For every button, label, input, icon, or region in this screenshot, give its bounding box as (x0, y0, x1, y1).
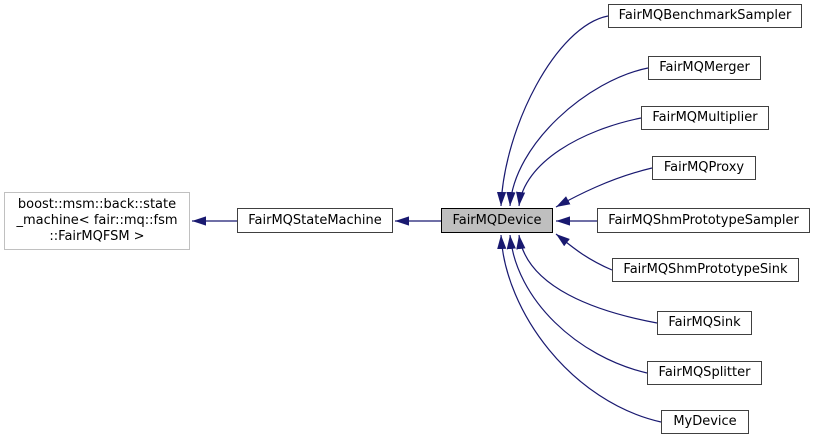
class-node-fairmq-splitter[interactable]: FairMQSplitter (647, 361, 762, 385)
inheritance-arrow-fairmq-proxy-to-fairmq-device (555, 167, 653, 208)
class-node-fairmq-state-machine[interactable]: FairMQStateMachine (237, 208, 393, 233)
class-node-label: FairMQShmPrototypeSampler (608, 212, 799, 228)
class-node-label: boost::msm::back::state (17, 197, 177, 212)
class-node-fairmq-shm-prototype-sampler[interactable]: FairMQShmPrototypeSampler (597, 208, 810, 233)
inheritance-arrow-fairmq-shm-prototype-sink-to-fairmq-device (555, 233, 613, 271)
class-node-label: FairMQProxy (663, 160, 745, 175)
class-node-fairmq-multiplier[interactable]: FairMQMultiplier (641, 106, 769, 130)
class-node-label: FairMQBenchmarkSampler (618, 8, 792, 23)
class-node-label: _machine< fair::mq::fsm (16, 213, 178, 228)
class-node-fairmq-sink[interactable]: FairMQSink (657, 311, 752, 335)
inheritance-arrow-my-device-to-fairmq-device (497, 234, 662, 423)
class-node-my-device[interactable]: MyDevice (661, 410, 749, 434)
class-node-label: FairMQStateMachine (248, 212, 382, 228)
class-node-label: FairMQSink (668, 315, 741, 330)
class-node-fairmq-device: FairMQDevice (441, 208, 553, 233)
class-node-label: MyDevice (673, 414, 737, 429)
class-node-label: ::FairMQFSM > (49, 229, 145, 244)
class-node-label: FairMQMultiplier (652, 110, 758, 125)
inheritance-arrow-fairmq-merger-to-fairmq-device (506, 67, 649, 207)
class-node-fairmq-shm-prototype-sink[interactable]: FairMQShmPrototypeSink (612, 258, 799, 282)
inheritance-arrow-fairmq-splitter-to-fairmq-device (506, 234, 648, 374)
inheritance-arrow-fairmq-sink-to-fairmq-device (516, 234, 658, 324)
class-node-fairmq-proxy[interactable]: FairMQProxy (652, 156, 756, 180)
class-node-label: FairMQMerger (659, 60, 750, 75)
class-node-boost-msm-state-machine: boost::msm::back::state_machine< fair::m… (4, 192, 190, 250)
inheritance-arrow-fairmq-multiplier-to-fairmq-device (516, 117, 642, 207)
class-node-fairmq-benchmark-sampler[interactable]: FairMQBenchmarkSampler (608, 4, 802, 28)
class-node-label: FairMQSplitter (658, 365, 751, 380)
inheritance-arrow-fairmq-benchmark-sampler-to-fairmq-device (496, 15, 609, 207)
class-node-label: FairMQDevice (452, 212, 542, 228)
class-node-label: FairMQShmPrototypeSink (623, 262, 788, 277)
class-node-fairmq-merger[interactable]: FairMQMerger (648, 56, 761, 80)
